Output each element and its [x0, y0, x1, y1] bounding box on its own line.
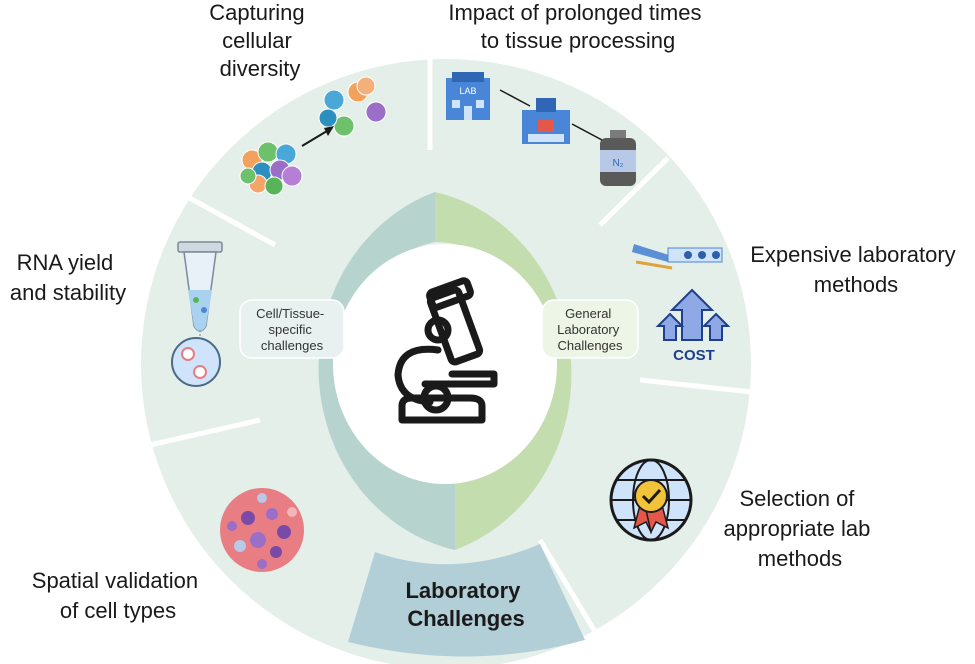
inner-right-line-3: Challenges: [557, 338, 623, 353]
cell-arrow-head-icon: [324, 126, 334, 136]
segment-rna-label: RNA yield and stability: [10, 250, 126, 305]
inner-ring-right: [435, 192, 572, 550]
svg-text:General Laboratory: General Laboratory Challenges: [557, 306, 623, 353]
inner-left-line-3: challenges: [261, 338, 324, 353]
inner-ring-left: [318, 192, 455, 550]
globe-award-icon: [609, 458, 693, 542]
segment-selection-label: Selection of appropriate lab methods: [724, 486, 877, 571]
cost-arrows-icon: [655, 288, 731, 341]
transport-arrows-icon: [499, 89, 603, 141]
inner-left-line-1: Cell/Tissue-: [256, 306, 324, 321]
cost-label: COST: [673, 347, 715, 364]
segment-expensive-label: Expensive laboratory methods: [750, 242, 962, 297]
segment-spatial-label: Spatial validation of cell types: [32, 568, 204, 623]
microfluidic-chip-icon: [632, 244, 723, 270]
hospital-icon: [522, 98, 570, 144]
inner-label-left: Cell/Tissue- specific challenges: [239, 299, 345, 359]
inner-left-line-2: specific: [269, 322, 313, 337]
segment-dividers: [149, 55, 753, 642]
svg-text:LAB: LAB: [459, 86, 476, 96]
bottom-title: Laboratory Challenges: [405, 578, 526, 631]
segment-capturing-label: Capturing cellular diversity: [209, 0, 311, 81]
nitrogen-tank-icon: N₂: [600, 130, 636, 186]
rna-tube-icon: [171, 241, 223, 387]
inner-right-line-1: General: [565, 306, 611, 321]
lab-building-icon: LAB: [446, 72, 490, 120]
spatial-tissue-icon: [220, 488, 304, 572]
inner-right-line-2: Laboratory: [557, 322, 620, 337]
cell-cluster-icon: [239, 76, 387, 196]
bottom-title-tab: [348, 544, 585, 657]
microscope-icon: [394, 277, 498, 424]
svg-text:N₂: N₂: [612, 158, 623, 169]
segment-impact-label: Impact of prolonged times to tissue proc…: [448, 0, 707, 53]
inner-center-circle: [333, 244, 557, 484]
svg-text:Cell/Tissue- specific: Cell/Tissue- specific challenges: [256, 306, 328, 353]
inner-label-right: General Laboratory Challenges: [541, 299, 639, 359]
